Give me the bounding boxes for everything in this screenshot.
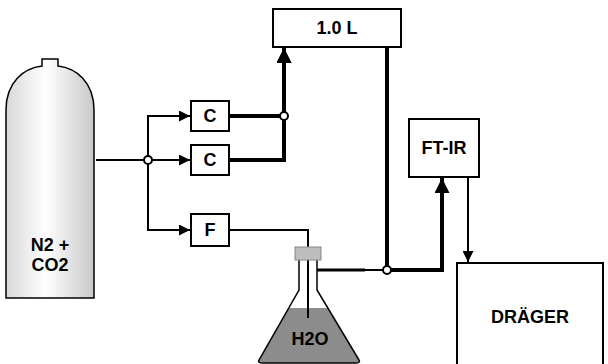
analyzer-box: FT-IR <box>408 118 480 178</box>
node-label: C <box>204 150 217 171</box>
pipe-connector <box>365 178 442 270</box>
junction-dot <box>144 156 152 164</box>
node-label: DRÄGER <box>491 307 569 328</box>
stopper <box>295 247 321 260</box>
controller-box: C <box>190 100 230 132</box>
flow-box: F <box>190 213 230 247</box>
node-label: FT-IR <box>422 138 467 159</box>
side-arm <box>317 269 365 272</box>
gas-cylinder: N2 + CO2 <box>4 58 96 300</box>
water-flask: H2O <box>255 246 365 364</box>
controller-box: C <box>190 144 230 176</box>
node-label: 1.0 L <box>316 18 357 39</box>
pipe-connector <box>467 178 469 262</box>
pipe-connector <box>96 160 190 230</box>
node-label: C <box>204 106 217 127</box>
node-label: N2 + CO2 <box>19 235 81 276</box>
junction-dot <box>383 266 391 274</box>
pipe-connector <box>230 230 308 246</box>
node-label: H2O <box>291 329 328 350</box>
pipe-connector <box>230 48 284 160</box>
pipe-connector <box>96 116 190 160</box>
volume-box: 1.0 L <box>272 8 402 48</box>
detector-box: DRÄGER <box>456 262 604 364</box>
pipe-connector <box>230 48 284 116</box>
junction-dot <box>280 112 288 120</box>
node-label: F <box>205 220 216 241</box>
cylinder-body <box>6 59 94 298</box>
